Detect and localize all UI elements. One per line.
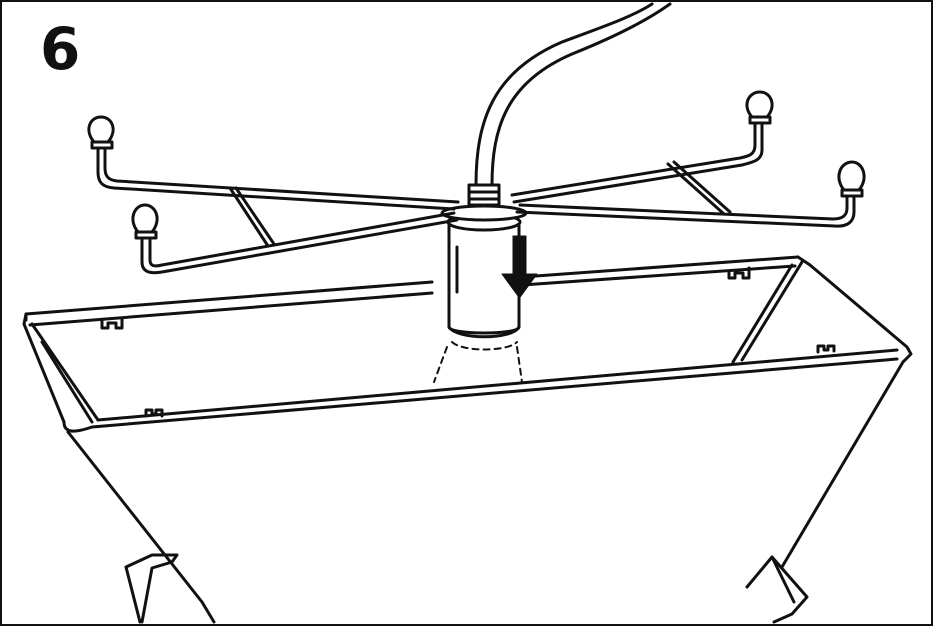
wire-frame-icon — [96, 115, 856, 275]
lamp-socket-icon — [433, 183, 528, 383]
shade-body-icon — [22, 263, 913, 624]
power-cord-icon — [474, 2, 672, 187]
arrow-down-icon — [501, 235, 538, 299]
step-number: 6 — [40, 15, 81, 83]
bulb-icon — [87, 90, 866, 240]
shade-back-rim-icon — [24, 255, 812, 364]
shade-foot-icon — [124, 553, 809, 624]
